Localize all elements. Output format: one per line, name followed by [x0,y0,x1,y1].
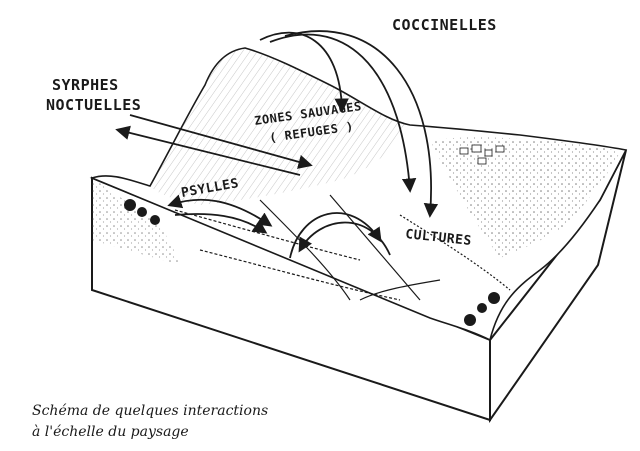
caption-line-2: à l'échelle du paysage [32,424,189,440]
coccinelles-arrows [259,30,439,218]
label-cultures: CULTURES [405,227,473,249]
label-noctuelles: NOCTUELLES [46,96,141,114]
caption-line-1: Schéma de quelques interactions [32,403,268,419]
label-syrphes: SYRPHES [52,76,119,94]
forest-area [430,137,620,258]
village [459,144,505,165]
psylles-arrows [167,194,273,234]
hill-shading [150,48,410,205]
cultures-arrows [289,212,391,259]
hedge-left [92,178,180,265]
edge-trees [124,199,500,326]
syrphes-arrows [115,114,313,176]
label-coccinelles: COCCINELLES [392,16,497,34]
